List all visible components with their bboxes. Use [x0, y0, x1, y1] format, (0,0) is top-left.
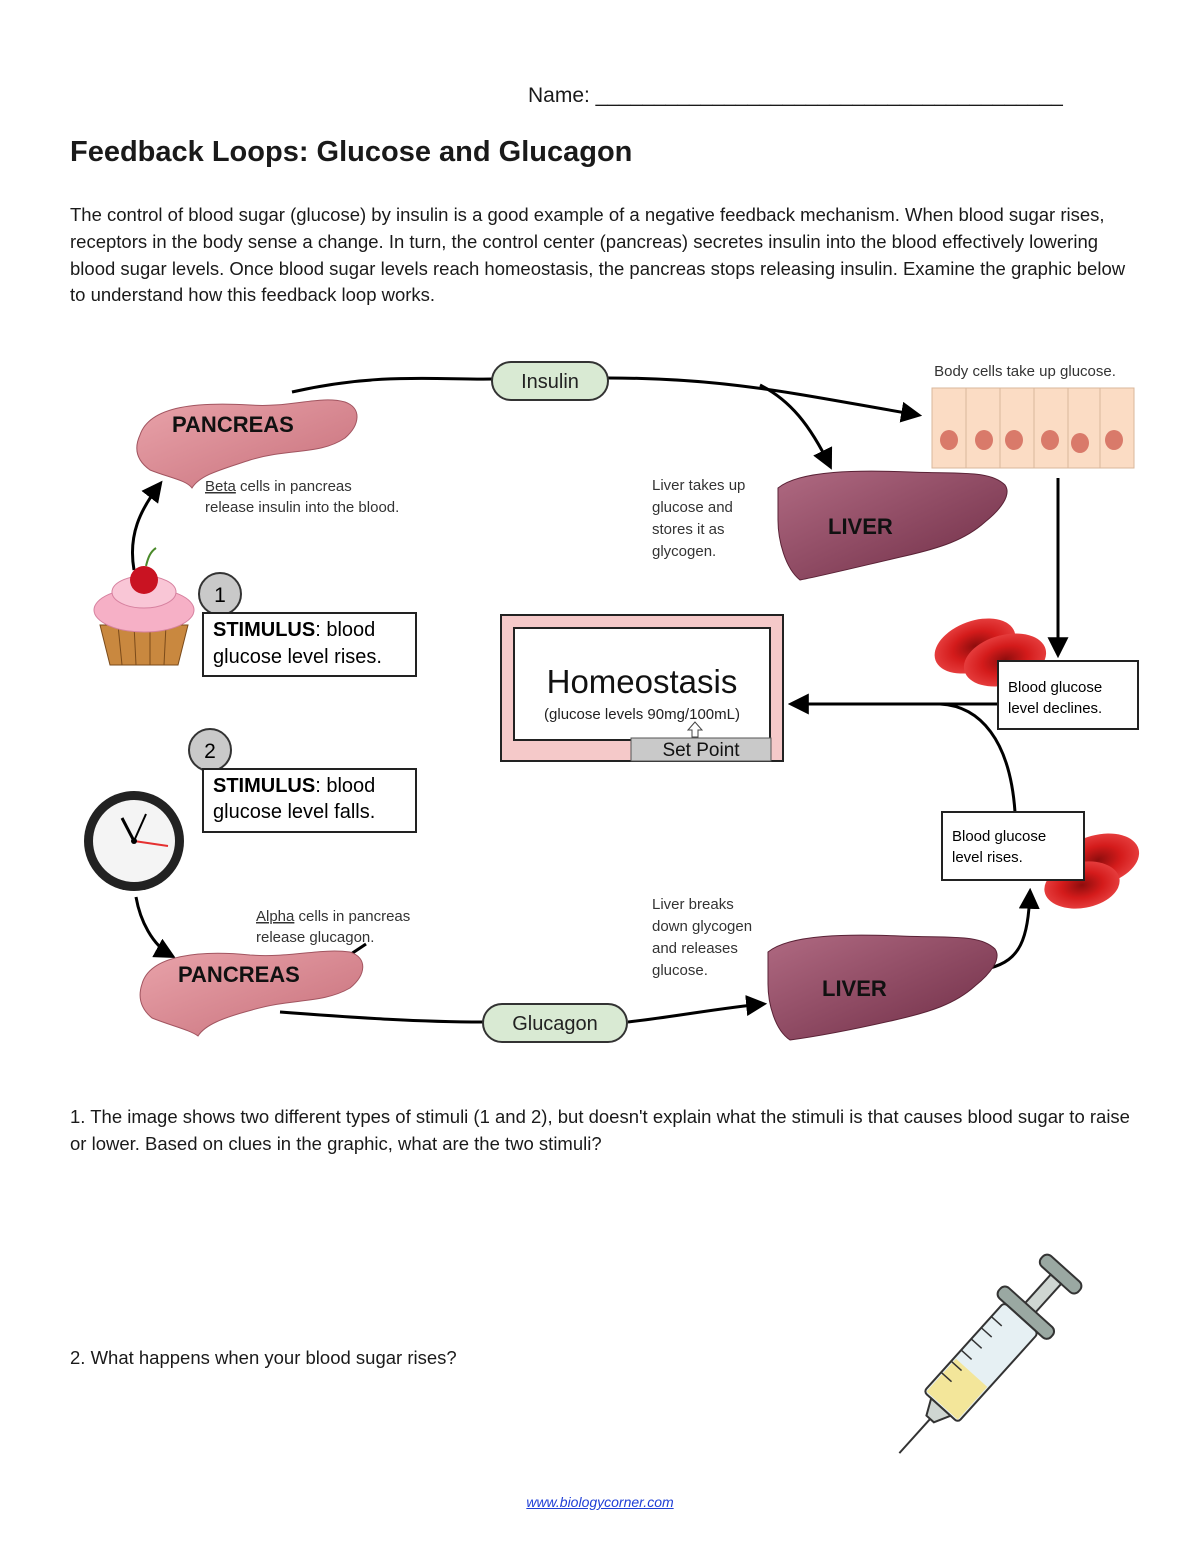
- homeostasis-title: Homeostasis: [547, 663, 738, 700]
- cupcake-icon: [93, 547, 195, 666]
- beta-rest: cells in pancreas: [236, 478, 352, 495]
- body-cells-caption: Body cells take up glucose.: [934, 363, 1116, 380]
- set-point-label: Set Point: [662, 740, 740, 761]
- beta-caption-line2: release insulin into the blood.: [205, 499, 399, 516]
- liver-bottom-caption-line: Liver breaks: [652, 896, 734, 913]
- liver-bottom-caption: Liver breaks down glycogen and releases …: [652, 896, 752, 979]
- question-2: 2. What happens when your blood sugar ri…: [70, 1347, 457, 1368]
- page-title: Feedback Loops: Glucose and Glucagon: [70, 136, 633, 168]
- stimulus-2-box: STIMULUS: blood glucose level falls.: [202, 768, 417, 833]
- syringe-icon: [898, 1253, 1083, 1454]
- rises-line: Blood glucose: [952, 828, 1046, 845]
- declines-box: Blood glucose level declines.: [997, 660, 1139, 730]
- liver-bottom-caption-line: down glycogen: [652, 918, 752, 935]
- liver-top-label: LIVER: [828, 514, 893, 539]
- alpha-word: Alpha: [256, 908, 295, 925]
- liver-top-caption: Liver takes up glucose and stores it as …: [652, 477, 745, 560]
- liver-top-caption-line: Liver takes up: [652, 477, 745, 494]
- alpha-caption-line2: release glucagon.: [256, 929, 374, 946]
- homeostasis-box: Homeostasis (glucose levels 90mg/100mL) …: [500, 614, 784, 762]
- liver-bottom-label: LIVER: [822, 976, 887, 1001]
- glucagon-label: Glucagon: [512, 1013, 598, 1035]
- stimulus-1-number: 1: [214, 584, 226, 607]
- stimulus-1-bold: STIMULUS: [213, 619, 315, 641]
- pancreas-bottom-icon: PANCREAS: [139, 950, 364, 1037]
- pancreas-top-label: PANCREAS: [172, 412, 294, 437]
- footer-link[interactable]: www.biologycorner.com: [526, 1494, 674, 1510]
- insulin-label: Insulin: [521, 371, 579, 393]
- pancreas-top-icon: PANCREAS: [136, 399, 358, 489]
- name-field[interactable]: Name: __________________________________…: [528, 84, 1063, 107]
- stimulus-2-number: 2: [204, 740, 216, 763]
- stimulus-1-box: STIMULUS: blood glucose level rises.: [202, 612, 417, 677]
- liver-top-caption-line: stores it as: [652, 521, 725, 538]
- stimulus-1-line1: STIMULUS: blood: [213, 619, 375, 641]
- homeostasis-subtitle: (glucose levels 90mg/100mL): [544, 706, 740, 723]
- stimulus-2-line2: glucose level falls.: [213, 801, 375, 823]
- body-cells-icon: [931, 387, 1135, 469]
- rises-line: level rises.: [952, 849, 1023, 866]
- insulin-pill: Insulin: [491, 361, 609, 401]
- declines-line: level declines.: [1008, 700, 1102, 717]
- rises-box: Blood glucose level rises.: [941, 811, 1085, 881]
- liver-bottom-caption-line: glucose.: [652, 962, 708, 979]
- beta-word: Beta: [205, 478, 237, 495]
- stimulus-1-line2: glucose level rises.: [213, 646, 382, 668]
- beta-caption-line1: Beta cells in pancreas: [205, 478, 352, 495]
- declines-line: Blood glucose: [1008, 679, 1102, 696]
- glucagon-pill: Glucagon: [482, 1003, 628, 1043]
- stimulus-2-bold: STIMULUS: [213, 775, 315, 797]
- liver-top-caption-line: glucose and: [652, 499, 733, 516]
- stimulus-1-badge: 1: [198, 572, 242, 616]
- liver-top-caption-line: glycogen.: [652, 543, 716, 560]
- question-1: 1. The image shows two different types o…: [70, 1106, 1130, 1154]
- stimulus-1-rest: : blood: [315, 619, 375, 641]
- clock-icon: [84, 791, 184, 891]
- pancreas-bottom-label: PANCREAS: [178, 962, 300, 987]
- stimulus-2-rest: : blood: [315, 775, 375, 797]
- liver-top-icon: LIVER: [777, 470, 1008, 581]
- intro-paragraph: The control of blood sugar (glucose) by …: [70, 204, 1126, 306]
- liver-bottom-caption-line: and releases: [652, 940, 738, 957]
- alpha-caption-line1: Alpha cells in pancreas: [256, 908, 410, 925]
- stimulus-2-badge: 2: [188, 728, 232, 772]
- liver-bottom-icon: LIVER: [767, 934, 998, 1041]
- alpha-rest: cells in pancreas: [294, 908, 410, 925]
- feedback-loop-diagram: Insulin Glucagon PANCREAS PANCREAS LIVER…: [84, 361, 1140, 1043]
- stimulus-2-line1: STIMULUS: blood: [213, 775, 375, 797]
